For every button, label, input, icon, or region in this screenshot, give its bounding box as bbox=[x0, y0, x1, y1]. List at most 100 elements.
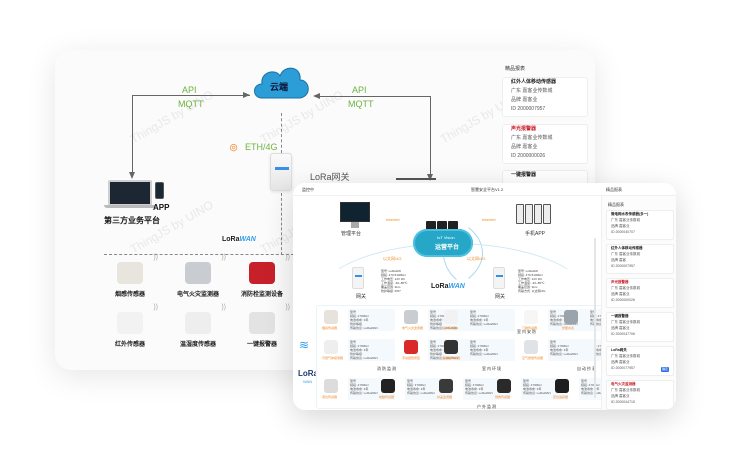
wan-text: WAN bbox=[239, 236, 256, 243]
sensor-spec: 电池寿命: 3年 bbox=[350, 348, 369, 352]
sensor-spec: 频段: 470MHz bbox=[590, 344, 609, 348]
sensor-spec: 传输协议: LoRaWAN bbox=[407, 391, 435, 395]
spec-row: 工作温度: -40~85℃ bbox=[381, 281, 408, 285]
antenna-icon: ⊚ bbox=[229, 142, 239, 154]
card-row: ID 2000000026 bbox=[611, 298, 635, 302]
arrow-down-icon bbox=[129, 172, 135, 179]
sensor-tag: 电气火灾监测器 bbox=[402, 326, 424, 330]
device-label: 消防栓监测设备 bbox=[240, 292, 283, 298]
group-label: 自动抄表 bbox=[577, 366, 597, 371]
uplink-tag: 以太网/4G bbox=[467, 256, 486, 261]
spec-row: 型号: LoRaGW bbox=[381, 269, 402, 273]
monitor-stand bbox=[351, 222, 359, 228]
sensor-image bbox=[497, 379, 511, 393]
scrollbar[interactable] bbox=[594, 238, 596, 398]
device-item: ))一键报警器 bbox=[232, 304, 292, 348]
signal-icon: )) bbox=[153, 304, 158, 311]
sensor-tag: 红外传感器 bbox=[442, 326, 458, 330]
sensor-spec: 防护等级 bbox=[430, 352, 443, 356]
sensor-spec: 型号 bbox=[550, 340, 557, 344]
card-name: LoRa网关 bbox=[611, 348, 627, 352]
sensor-spec: 频段: 470MHz bbox=[350, 344, 369, 348]
sensor-spec: 电池寿命: 3年 bbox=[523, 387, 542, 391]
lora-sub-label: WAN bbox=[303, 379, 313, 384]
report-card[interactable]: 声光报警器 广东 嘉客业传数城 品牌 嘉客业 ID 2000000026 bbox=[502, 124, 588, 164]
card-name: 红外人体移动传感器 bbox=[611, 246, 643, 250]
spec-row: 频段: 470-510MHz bbox=[518, 273, 543, 277]
spec-row: 传输方式: 以太网/4G bbox=[518, 289, 546, 293]
mqtt-label-right: MQTT bbox=[348, 99, 374, 109]
device-image bbox=[185, 312, 211, 334]
spec-row: 型号: LoRaGW bbox=[518, 269, 539, 273]
sensor-spec: 电池寿命: 6年 bbox=[590, 318, 609, 322]
card-row: 广东 嘉客业传数城 bbox=[511, 135, 553, 141]
sensor-spec: 防护等级 bbox=[350, 322, 363, 326]
card-row: 品牌 嘉客业 bbox=[611, 394, 630, 398]
card-row: 广东 嘉客业传数城 bbox=[611, 218, 640, 222]
dashed-link bbox=[104, 254, 294, 255]
topbar-left[interactable]: 监控中 bbox=[302, 187, 314, 192]
laptop-base bbox=[104, 205, 156, 208]
platform-subtitle: 运营平台 bbox=[435, 245, 460, 251]
wifi-icon: ≋ bbox=[299, 338, 310, 352]
arrow-right-icon bbox=[243, 92, 250, 98]
device-item: ))烟感传感器 bbox=[100, 254, 160, 298]
sensor-spec: 频段: 470MHz bbox=[350, 314, 369, 318]
card-row: 广东 嘉客业传数城 bbox=[611, 286, 640, 290]
device-item: ))消防栓监测设备 bbox=[232, 254, 292, 298]
spec-row: 工作电压: 12V DC bbox=[518, 277, 543, 281]
card-row: 品牌 嘉客业 bbox=[611, 326, 630, 330]
dashed-link bbox=[281, 113, 282, 153]
card-name: 一键报警器 bbox=[611, 314, 629, 318]
dashboard-screen: 监控中 智慧安全平台V1.2 精品报表 管理平台 Internet Intern… bbox=[293, 183, 676, 410]
sensor-image bbox=[404, 340, 418, 354]
device-image bbox=[117, 262, 143, 284]
card-row: 广东 嘉客业传数城 bbox=[611, 252, 640, 256]
sensor-spec: 电池寿命: 3年 bbox=[430, 348, 449, 352]
sensor-spec: 型号 bbox=[590, 310, 597, 314]
sensor-image bbox=[404, 310, 418, 324]
report-card[interactable]: 红外人体移动传感器 广东 嘉客业传数城 品牌 嘉客业 ID 2000007957 bbox=[502, 77, 588, 117]
sensor-tag: 智能水表 bbox=[562, 326, 575, 330]
management-label: 管理平台 bbox=[341, 231, 362, 237]
sensor-spec: 电池寿命: 3年 bbox=[407, 387, 426, 391]
device-label: 烟感传感器 bbox=[114, 292, 145, 298]
connector-line bbox=[430, 96, 431, 178]
panel-title: 精品报表 bbox=[505, 66, 526, 72]
sensor-spec: 频段: 470MHz bbox=[550, 344, 569, 348]
card-name: 微电网水表传感器(多一) bbox=[611, 212, 649, 216]
monitor-icon bbox=[340, 202, 370, 222]
topbar-right[interactable]: 精品报表 bbox=[606, 187, 622, 192]
sensor-tag: 门磁传感器 bbox=[522, 326, 538, 330]
spec-row: 覆盖范围: 3km bbox=[381, 285, 401, 289]
device-item: ))电气火灾监测器 bbox=[168, 254, 228, 298]
card-row: ID 2000077957 bbox=[611, 366, 635, 370]
sensor-tag: 空气质量传感器 bbox=[522, 356, 544, 360]
wan-text: WAN bbox=[448, 283, 465, 290]
confirm-button[interactable]: 确定 bbox=[661, 367, 669, 372]
arrow-down-icon bbox=[427, 174, 433, 181]
lora-text: LoRa bbox=[222, 236, 240, 243]
sensor-spec: 电池寿命: 3年 bbox=[350, 387, 369, 391]
card-row: 品牌 嘉客业 bbox=[611, 360, 630, 364]
sensor-image bbox=[439, 379, 453, 393]
sensor-spec: 频段: 470MHz bbox=[590, 314, 609, 318]
sensor-spec: 传输协议: LoRaWAN bbox=[550, 352, 578, 356]
api-label-right: API bbox=[352, 85, 367, 95]
